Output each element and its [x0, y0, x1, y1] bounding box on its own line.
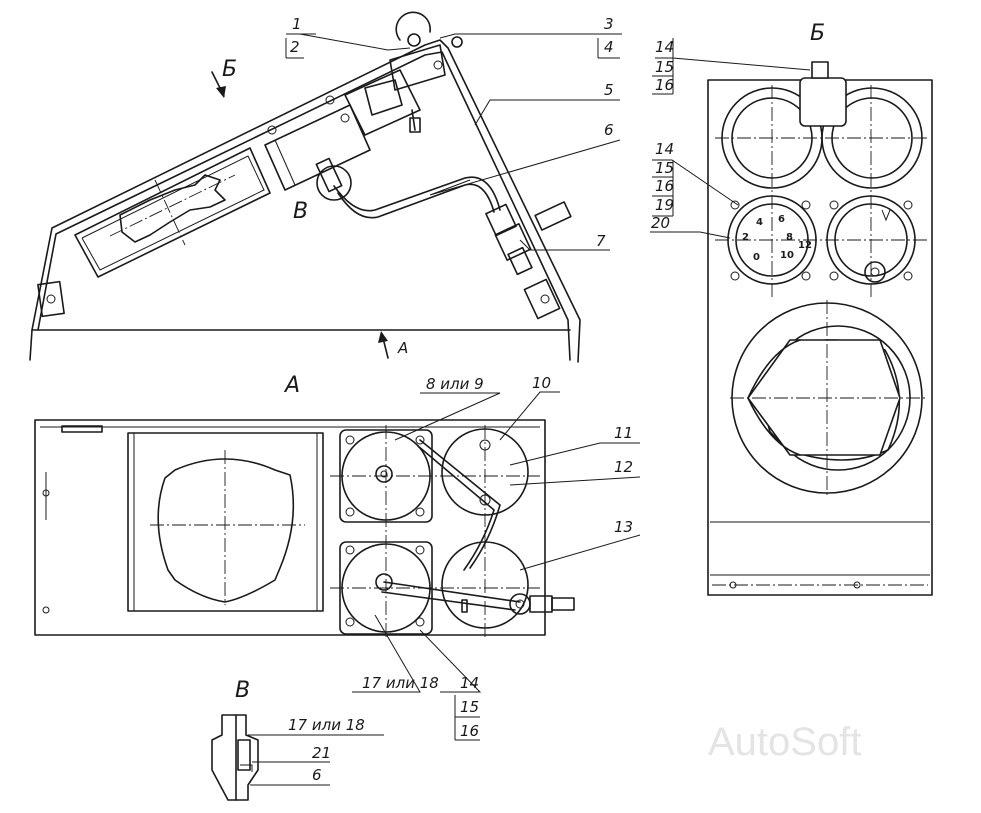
dial-cutout: [119, 174, 226, 243]
bolt: [433, 60, 443, 70]
callout-v-17-18: 17 или 18: [288, 716, 365, 734]
view-title-b: Б: [810, 21, 825, 46]
instrument-rail: [74, 147, 271, 278]
callout-17-18: 17 или 18: [362, 674, 439, 692]
callout-8-9: 8 или 9: [426, 375, 484, 393]
callout-b-19: 19: [655, 196, 674, 214]
callout-14: 14: [460, 674, 479, 692]
slot: [61, 425, 103, 433]
union-fitting: [485, 203, 517, 237]
view-b: Б 4 6 8 2 10 0 12: [650, 21, 933, 596]
panel-a-outline: [34, 419, 546, 636]
view-title-a: А: [283, 373, 300, 398]
arrow-label-a: А: [397, 339, 408, 357]
callout-10: 10: [532, 374, 551, 392]
top-knob: [395, 11, 432, 41]
bolt-hole: [540, 294, 550, 304]
wire: [419, 439, 501, 569]
side-view: Б А В 1 2 3 4 5 6 7: [29, 11, 622, 363]
view-v: В 17 или 18 21 6: [211, 678, 384, 801]
dial-number: 12: [798, 240, 812, 251]
mounting-tab-left: [37, 280, 65, 318]
callout-15: 15: [460, 698, 479, 716]
clamp-screw: [811, 61, 829, 79]
callout-label-v: В: [293, 199, 308, 224]
top-screw: [451, 36, 463, 48]
arrow-label-b: Б: [222, 57, 237, 82]
dial-number: 6: [778, 214, 785, 225]
view-title-v: В: [235, 678, 250, 703]
callout-b-14a: 14: [655, 38, 674, 56]
bracket-inner-edge: [37, 51, 571, 361]
bolt: [340, 113, 350, 123]
callout-b-15a: 15: [655, 58, 674, 76]
callout-12: 12: [614, 458, 633, 476]
callout-b-15b: 15: [655, 159, 674, 177]
instrument-body: [264, 104, 371, 191]
callout-5: 5: [604, 81, 614, 99]
callout-13: 13: [614, 518, 633, 536]
pipe-lever: [381, 581, 521, 611]
callout-7: 7: [596, 232, 606, 250]
callout-b-16b: 16: [655, 177, 674, 195]
callout-b-16a: 16: [655, 76, 674, 94]
callout-v-6: 6: [312, 766, 322, 784]
callout-v-21: 21: [312, 744, 331, 762]
watermark: AutoSoft: [708, 720, 861, 764]
bolt: [325, 95, 335, 105]
mounting-tab-right: [523, 278, 561, 320]
window-plate: [127, 432, 324, 612]
callout-2: 2: [290, 38, 300, 56]
union-fitting: [494, 223, 532, 261]
fitting-section: [211, 714, 259, 801]
dial-number: 2: [742, 232, 749, 243]
callout-1: 1: [292, 15, 302, 33]
callout-11: 11: [614, 424, 633, 442]
bolt-hole: [46, 294, 56, 304]
callout-3: 3: [604, 15, 614, 33]
bolt: [267, 125, 277, 135]
dial-number: 4: [756, 217, 763, 228]
callout-16: 16: [460, 722, 479, 740]
fitting: [409, 117, 421, 133]
dial-number: 8: [786, 232, 793, 243]
dial-number: 10: [780, 250, 794, 261]
callout-b-14b: 14: [655, 140, 674, 158]
clamp-block: [799, 77, 847, 127]
callout-b-20: 20: [651, 214, 670, 232]
callout-6: 6: [604, 121, 614, 139]
dial-number: 0: [753, 252, 760, 263]
gauge-cutout: [157, 458, 295, 603]
side-fitting: [534, 201, 572, 231]
panel-b-outline: [707, 79, 933, 596]
detail-circle-v: [316, 165, 352, 201]
pipe: [333, 176, 501, 212]
instrument-body: [344, 69, 421, 136]
callout-4: 4: [604, 38, 614, 56]
view-a: А: [34, 373, 641, 741]
